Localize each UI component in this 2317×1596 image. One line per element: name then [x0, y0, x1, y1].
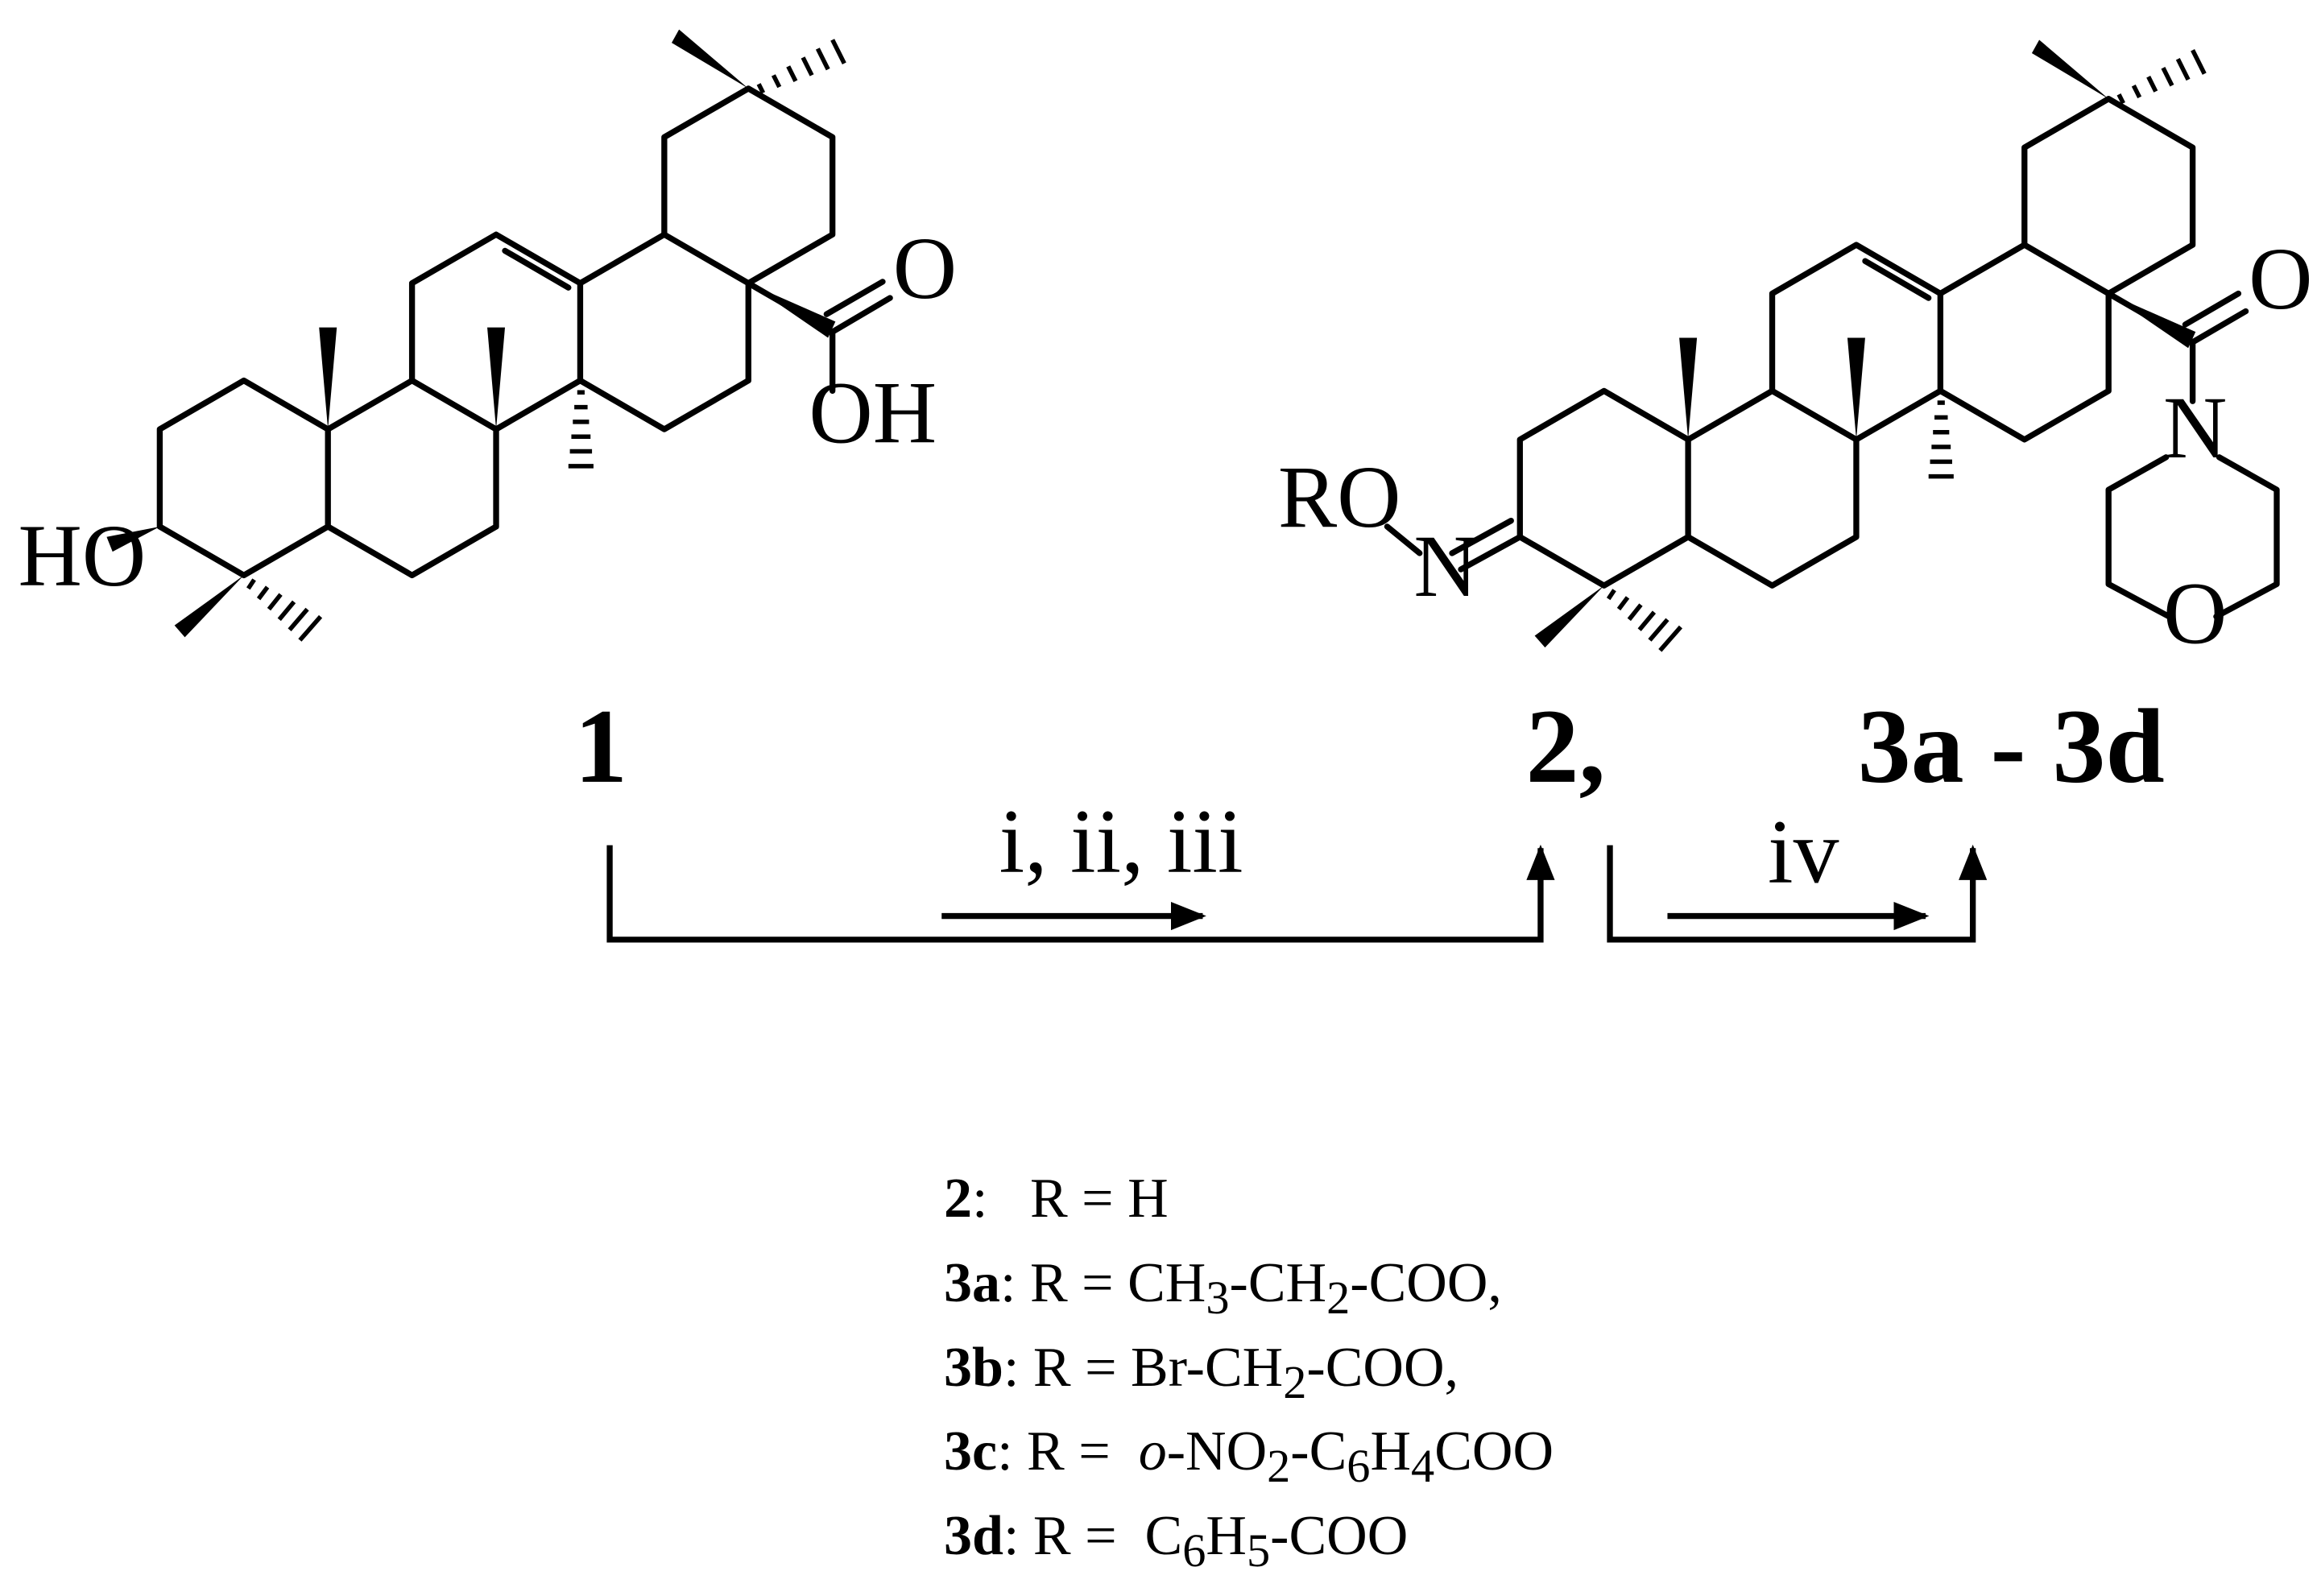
legend-id: 3b — [944, 1337, 1003, 1399]
reagents-step2: iv — [1768, 800, 1839, 902]
bracket-arrow-step2 — [1607, 844, 1988, 943]
legend-row-3a: 3a: R = CH3-CH2-COO, — [944, 1252, 1502, 1324]
stereo-bonds-compound-2-3 — [1534, 39, 2207, 652]
legend-row-3d: 3d: R = C6H5-COO — [944, 1505, 1409, 1577]
legend-row-3c: 3c: R = o-NO2-C6H4COO — [944, 1420, 1554, 1492]
atom-label-oxime-n: N — [1413, 517, 1477, 615]
compound-label-1: 1 — [574, 687, 627, 805]
compound-label-3: 3a - 3d — [1858, 687, 2165, 805]
reagents-step1: i, ii, iii — [999, 791, 1243, 892]
compound-label-2: 2, — [1526, 687, 1606, 805]
reaction-arrows — [606, 844, 1988, 943]
legend-id: 3a — [944, 1252, 1000, 1314]
structure-compound-1 — [156, 85, 893, 579]
legend-id: 2 — [944, 1168, 972, 1230]
atom-label-amide-n: N — [2163, 378, 2227, 477]
structure-compound-2-3 — [1384, 96, 2280, 620]
bracket-arrow-step1 — [606, 844, 1555, 943]
atom-label-carbonyl-o: O — [893, 219, 957, 317]
atom-label-amide-o: O — [2249, 229, 2312, 328]
atom-label-morpholine-o: O — [2163, 564, 2227, 663]
atom-label-ro: RO — [1278, 448, 1401, 546]
legend-id: 3c — [944, 1420, 998, 1482]
stereo-bonds-compound-1 — [106, 29, 846, 642]
legend-id: 3d — [944, 1505, 1003, 1567]
legend-row-2: 2: R = H — [944, 1168, 1169, 1230]
atom-label-oh: OH — [809, 364, 937, 462]
atom-label-ho: HO — [19, 507, 147, 605]
legend-row-3b: 3b: R = Br-CH2-COO, — [944, 1337, 1458, 1408]
